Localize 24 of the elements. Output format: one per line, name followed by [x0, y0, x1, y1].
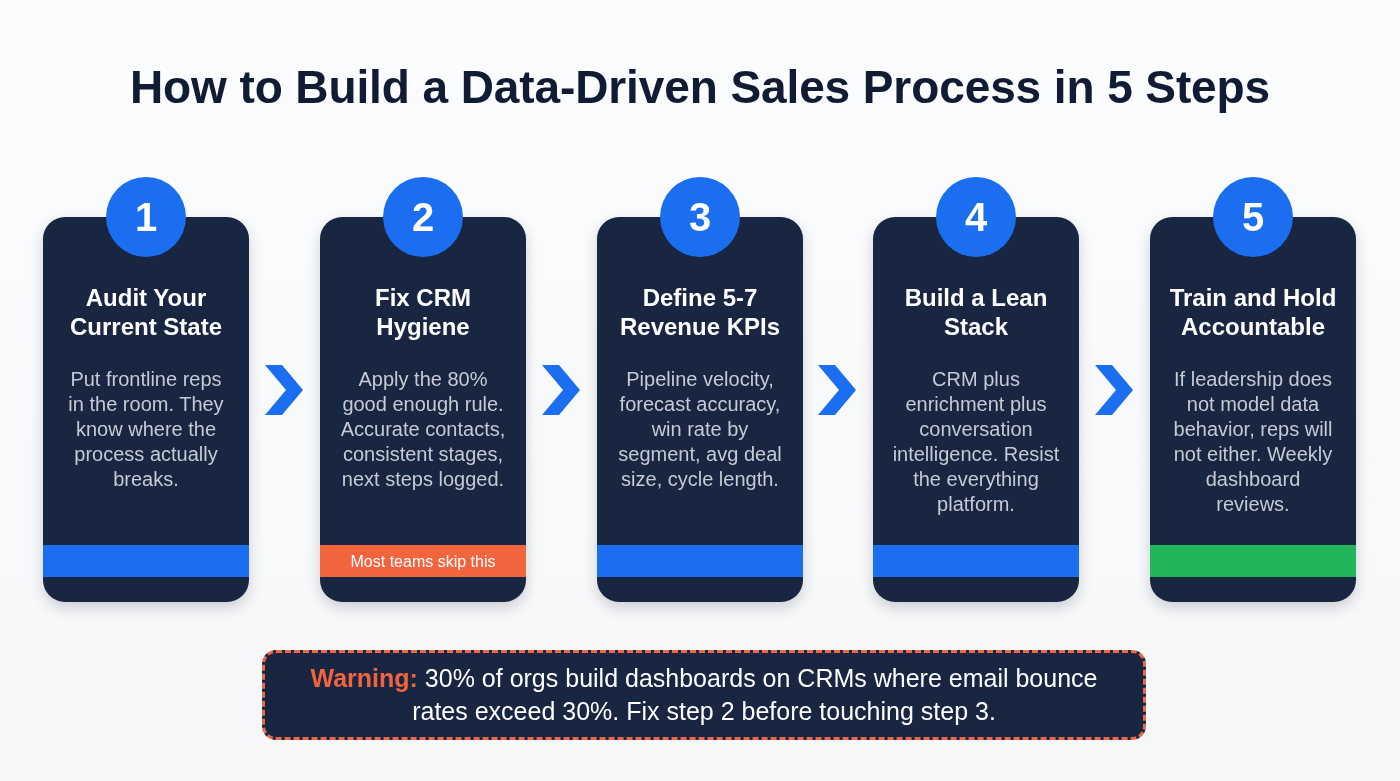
- step-description: Put frontline reps in the room. They know where the process actually breaks.: [67, 367, 225, 492]
- step-number: 5: [1241, 194, 1265, 240]
- step-title: Build a Lean Stack: [903, 283, 1049, 341]
- step-description: Apply the 80% good enough rule. Accurate contacts, consistent stages, next steps logged.: [339, 367, 507, 492]
- accent-bar: [1150, 545, 1356, 577]
- step-title: Train and Hold Accountable: [1168, 283, 1338, 341]
- note-banner: [320, 545, 526, 577]
- warning-text: Warning: 30% of orgs build dashboards on CRMs where email bounce rates exceed 30%. Fix step 2 before touching step 3.: [309, 663, 1099, 727]
- step-title: Fix CRM Hygiene: [374, 283, 472, 341]
- banner-label: Most teams skip this: [350, 551, 496, 571]
- step-description: CRM plus enrichment plus conversation intelligence. Resist the everything platform.: [891, 367, 1061, 517]
- step-description: Pipeline velocity, forecast accuracy, win rate by segment, avg deal size, cycle length.: [617, 367, 783, 492]
- warning-callout: [262, 650, 1146, 740]
- step-title: Audit Your Current State: [69, 283, 223, 341]
- step-number: 4: [964, 194, 988, 240]
- accent-bar: [873, 545, 1079, 577]
- step-number: 3: [688, 194, 712, 240]
- diagram-title: How to Build a Data-Driven Sales Process in 5 Steps: [129, 60, 1271, 114]
- accent-bar: [597, 545, 803, 577]
- step-title: Define 5-7 Revenue KPIs: [618, 283, 782, 341]
- accent-bar: [43, 545, 249, 577]
- step-number: 1: [134, 194, 158, 240]
- step-number: 2: [411, 194, 435, 240]
- step-description: If leadership does not model data behavior, reps will not either. Weekly dashboard reviews.: [1172, 367, 1334, 517]
